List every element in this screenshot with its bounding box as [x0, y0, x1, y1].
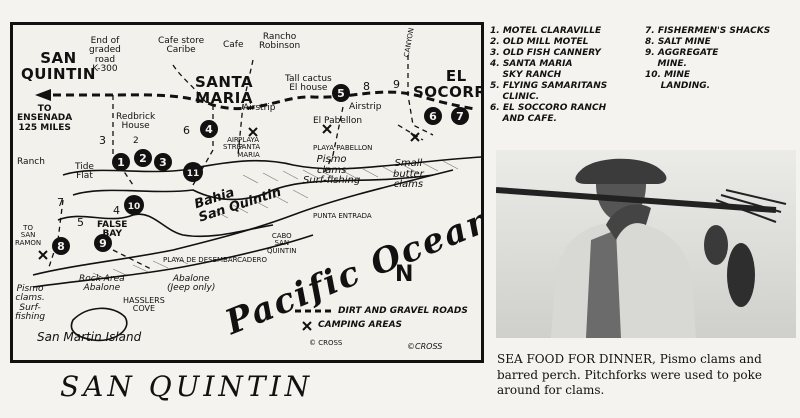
main-road	[53, 90, 476, 111]
label-playa-desembarcadero: PLAYA DE DESEMBARCADERO	[163, 256, 267, 264]
svg-text:8: 8	[57, 240, 65, 253]
false-bay-outline	[57, 213, 274, 238]
photo-caption: SEA FOOD FOR DINNER, Pismo clams and bar…	[497, 352, 762, 397]
svg-text:6: 6	[429, 110, 437, 123]
bay-shore-inner	[72, 174, 434, 201]
road-number: 2	[133, 136, 139, 146]
body	[551, 222, 696, 338]
coast-lower	[32, 234, 314, 288]
svg-text:1: 1	[117, 156, 125, 169]
road-number: 7	[57, 196, 64, 209]
arrow-west	[35, 89, 51, 101]
legend-item: 1. MOTEL CLARAVILLE	[490, 26, 602, 36]
label-santa-maria: SANTA MARIA	[195, 73, 254, 107]
legend-column-left: 1. MOTEL CLARAVILLE 2. OLD MILL MOTEL 3.…	[490, 26, 607, 125]
legend-item: 4. SANTA MARIA SKY RANCH	[490, 59, 573, 80]
legend-item: 5. FLYING SAMARITANS CLINIC.	[490, 81, 608, 102]
label-cafe: Cafe	[223, 40, 244, 50]
label-punta-entrada: PUNTA ENTRADA	[313, 212, 372, 220]
photo-illustration	[496, 150, 796, 338]
legend-item: 8. SALT MINE	[645, 37, 711, 47]
label-pismo-surf: Pismo clams Surf-fishing	[303, 154, 361, 186]
numbered-legend: 1. MOTEL CLARAVILLE 2. OLD MILL MOTEL 3.…	[490, 26, 790, 136]
vest	[586, 230, 621, 338]
label-ranch: Ranch	[17, 157, 45, 167]
camping-marks	[38, 124, 420, 260]
svg-text:2: 2	[139, 152, 147, 165]
legend-item: 3. OLD FISH CANNERY	[490, 48, 601, 58]
label-airstrip-2: Airstrip	[349, 102, 382, 112]
road-number: 8	[363, 80, 370, 93]
label-abalone-jeep: Abalone (Jeep only)	[167, 274, 216, 294]
svg-text:7: 7	[456, 110, 464, 123]
north-arrow-label: N	[395, 262, 414, 287]
label-san-martin-island: San Martin Island	[37, 330, 142, 344]
legend-item: 7. FISHERMEN'S SHACKS	[645, 26, 771, 36]
spit-outline	[32, 169, 454, 276]
label-rancho-robinson: Rancho Robinson	[259, 32, 301, 52]
map-frame: 1 2 3 4 5 6 7 8 9 10 11 SAN QUINTIN SANT…	[10, 22, 484, 363]
arm	[606, 204, 651, 240]
road-number: 3	[99, 134, 106, 147]
legend-item: 6. EL SOCCORO RANCH AND CAFE.	[490, 103, 607, 124]
label-to-ensenada: TO ENSENADA 125 MILES	[17, 104, 73, 133]
label-el-pabellon: El Pabellon	[313, 116, 363, 126]
label-false-bay: FALSE BAY	[97, 220, 128, 240]
label-tide-flat: Tide Flat	[75, 162, 94, 182]
legend-roads-label: DIRT AND GRAVEL ROADS	[338, 306, 468, 316]
svg-text:9: 9	[99, 237, 107, 250]
svg-text:3: 3	[159, 156, 167, 169]
map-drawing: 1 2 3 4 5 6 7 8 9 10 11	[32, 55, 481, 342]
label-to-san-ramon: TO SAN RAMON	[15, 224, 42, 247]
legend-camping-label: CAMPING AREAS	[318, 320, 403, 330]
road-number: 9	[393, 78, 400, 91]
label-cabo-san-quintin: CABO SAN QUINTIN	[267, 232, 297, 255]
legend-camp-sample	[302, 321, 312, 331]
label-playa-santa-maria: PLAYA SANTA MARIA	[237, 136, 261, 159]
road-number: 6	[183, 124, 190, 137]
label-pismo-left: Pismo clams. Surf- fishing	[15, 284, 46, 323]
photo-fisherman	[496, 150, 796, 338]
page-title: SAN QUINTIN	[60, 370, 314, 403]
svg-text:11: 11	[187, 169, 200, 179]
label-airstrip-1: Airstrip	[243, 103, 276, 113]
legend-item: 9. AGGREGATE MINE.	[645, 48, 719, 69]
label-san-quintin: SAN QUINTIN	[21, 49, 96, 83]
island	[70, 307, 128, 342]
svg-text:10: 10	[128, 202, 141, 212]
pitchfork	[496, 187, 777, 213]
map-credit-2: ©CROSS	[407, 342, 443, 351]
svg-text:5: 5	[337, 87, 345, 100]
legend-item: 10. MINE LANDING.	[645, 70, 711, 91]
fish	[727, 243, 755, 307]
beach-hatching	[92, 160, 459, 281]
label-air-strip-small: AIR STRIP	[223, 136, 243, 152]
legend-item: 2. OLD MILL MOTEL	[490, 37, 589, 47]
label-cafe-store: Cafe store Caribe	[158, 36, 205, 56]
road-number: 4	[113, 204, 120, 217]
label-playa-pabellon: PLAYA PABELLON	[313, 144, 373, 152]
label-rock-area: Rock Area Abalone	[79, 274, 125, 294]
label-el-socorro: EL SOCORRO	[413, 67, 481, 101]
label-tall-cactus: Tall cactus El house	[285, 74, 332, 94]
label-redbrick-house: Redbrick House	[116, 112, 156, 132]
number-markers: 1 2 3 4 5 6 7 8 9 10 11	[52, 84, 469, 255]
label-end-of-road: End of graded road K-300	[89, 36, 121, 75]
hat	[575, 158, 667, 184]
label-butter-clams: Small butter clams	[393, 158, 424, 190]
svg-text:4: 4	[205, 123, 213, 136]
legend-column-right: 7. FISHERMEN'S SHACKS 8. SALT MINE 9. AG…	[645, 26, 770, 92]
road-number: 5	[77, 216, 84, 229]
map-credit-1: © CROSS	[309, 339, 343, 347]
label-hasslers-cove: HASSLERS COVE	[123, 296, 165, 314]
